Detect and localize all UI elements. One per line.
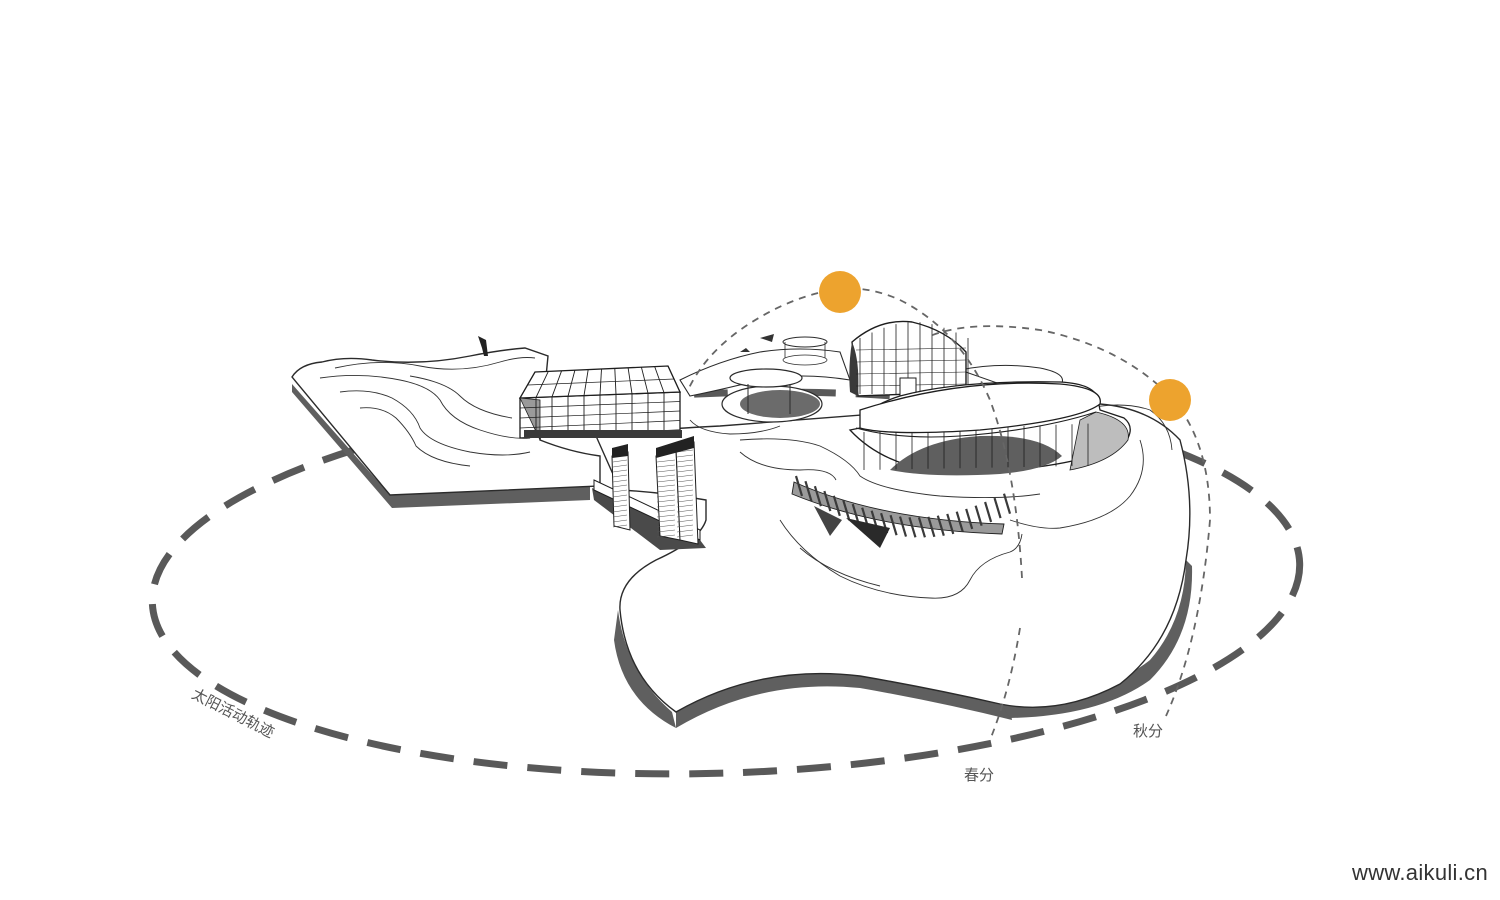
slatted-canopy [791, 475, 1012, 548]
dome-greenhouse [849, 320, 969, 397]
watermark: www.aikuli.cn [1352, 860, 1488, 885]
vertical-towers [592, 436, 706, 550]
elliptical-building [848, 381, 1131, 476]
spring-equinox-label: 春分 [964, 766, 995, 784]
autumn-equinox-label: 秋分 [1133, 722, 1164, 740]
sun-right-icon [1149, 379, 1191, 421]
site-base-left [291, 336, 601, 508]
circular-pavilion [721, 336, 828, 423]
greenhouse-building [518, 365, 682, 441]
solar-arc-spring-lower [989, 627, 1021, 741]
solar-arc-spring-path [687, 287, 1023, 579]
sun-orbit-ellipse [148, 388, 1304, 778]
sun-top-icon [819, 271, 861, 313]
